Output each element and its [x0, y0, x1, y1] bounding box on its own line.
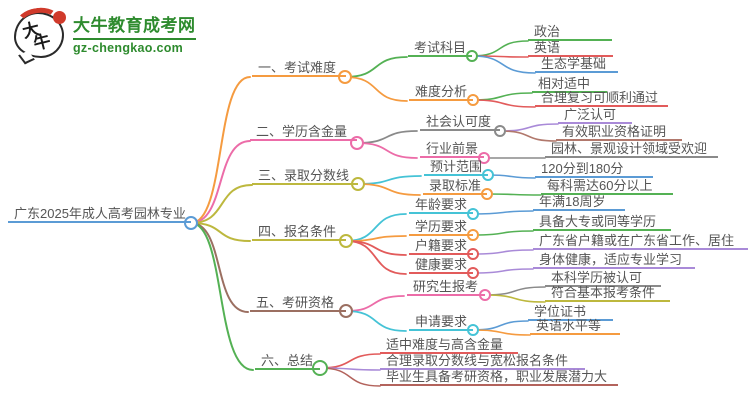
node-social-recognition[interactable]: 社会认可度 [420, 114, 500, 131]
site-name: 大牛教育成考网 [73, 15, 196, 35]
node-application-requirements[interactable]: 申请要求 [409, 314, 473, 331]
node-expected-range[interactable]: 预计范围 [424, 159, 488, 176]
root-branch-connectors [190, 76, 254, 371]
logo-bubble-icon: 大 牛 [14, 5, 66, 65]
industry-prospects-handle[interactable] [478, 152, 490, 164]
branch-exam-difficulty[interactable]: 一、考试难度 [252, 60, 346, 77]
leaf-per-subject-60[interactable]: 每科需达60分以上 [541, 178, 673, 195]
leaf-basic-conditions[interactable]: 符合基本报考条件 [545, 285, 670, 302]
age-requirement-handle[interactable] [467, 208, 479, 220]
leaf-ecology-basics[interactable]: 生态学基础 [535, 56, 618, 73]
branch-summary[interactable]: 六、总结 [255, 353, 320, 370]
leaf-welcomed-in-landscape-design[interactable]: 园林、景观设计领域受欢迎 [545, 141, 718, 158]
node-circles [184, 50, 506, 376]
logo-seal-icon [53, 11, 66, 24]
leaf-relatively-moderate[interactable]: 相对适中 [532, 76, 607, 93]
branch-4-handle[interactable] [339, 234, 353, 248]
leaf-widely-recognized[interactable]: 广泛认可 [558, 107, 632, 124]
node-exam-subjects[interactable]: 考试科目 [408, 40, 472, 57]
branch-admission-score[interactable]: 三、录取分数线 [252, 168, 358, 185]
root-node-handle[interactable] [184, 216, 198, 230]
leaf-politics[interactable]: 政治 [528, 24, 612, 41]
node-health-requirement[interactable]: 健康要求 [409, 257, 473, 274]
branch-degree-value[interactable]: 二、学历含金量 [250, 124, 357, 141]
child-connectors [344, 56, 422, 332]
site-logo: 大 牛 大牛教育成考网 gz-chengkao.com [14, 5, 196, 65]
node-industry-prospects[interactable]: 行业前景 [420, 141, 484, 158]
site-url: gz-chengkao.com [73, 37, 196, 55]
leaf-college-diploma[interactable]: 具备大专或同等学历 [533, 214, 671, 231]
branch-registration-requirements[interactable]: 四、报名条件 [252, 224, 346, 241]
node-difficulty-analysis[interactable]: 难度分析 [409, 84, 473, 101]
leaf-summary-difficulty-value[interactable]: 适中难度与高含金量 [380, 337, 518, 354]
leaf-score-range[interactable]: 120分到180分 [535, 161, 653, 178]
node-residency-requirement[interactable]: 户籍要求 [409, 238, 473, 255]
node-postgrad-application[interactable]: 研究生报考 [407, 279, 485, 296]
node-root[interactable]: 广东2025年成人高考园林专业 [8, 206, 191, 223]
leaf-summary-postgrad-potential[interactable]: 毕业生具备考研资格，职业发展潜力大 [380, 369, 618, 386]
social-recognition-handle[interactable] [494, 125, 506, 137]
leaf-good-health[interactable]: 身体健康，适应专业学习 [533, 252, 695, 269]
leaf-age-18[interactable]: 年满18周岁 [533, 194, 625, 211]
leaf-english-level[interactable]: 英语水平等 [530, 318, 620, 335]
leaf-degree-certificate[interactable]: 学位证书 [528, 304, 613, 321]
node-age-requirement[interactable]: 年龄要求 [409, 197, 473, 214]
leaf-summary-score-conditions[interactable]: 合理录取分数线与宽松报名条件 [380, 353, 585, 370]
leaf-valid-credential[interactable]: 有效职业资格证明 [556, 124, 682, 141]
leaf-bachelor-recognized[interactable]: 本科学历被认可 [545, 270, 661, 287]
node-admission-standard[interactable]: 录取标准 [423, 178, 487, 195]
leaf-guangdong-residency[interactable]: 广东省户籍或在广东省工作、居住 [533, 233, 748, 250]
leaf-pass-with-review[interactable]: 合理复习可顺利通过 [535, 90, 668, 107]
branch-1-handle[interactable] [338, 70, 352, 84]
logo-text: 大牛教育成考网 gz-chengkao.com [73, 16, 196, 55]
leaf-english[interactable]: 英语 [528, 40, 613, 57]
leaf-connectors [319, 40, 559, 387]
node-education-requirement[interactable]: 学历要求 [409, 219, 473, 236]
branch-postgrad-eligibility[interactable]: 五、考研资格 [250, 295, 346, 312]
